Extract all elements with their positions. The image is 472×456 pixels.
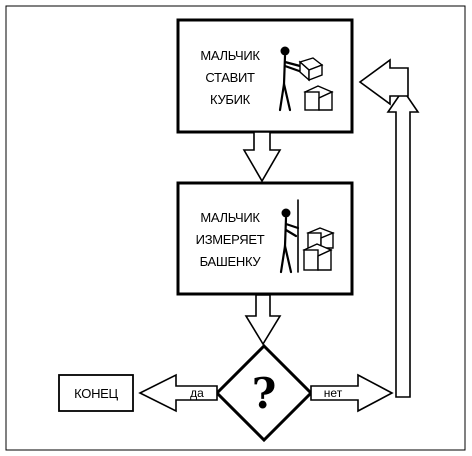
arrow-step1-to-step2: [242, 131, 282, 183]
decision-diamond: ?: [214, 343, 314, 443]
step-place-cube: МАЛЬЧИК СТАВИТ КУБИК: [176, 18, 354, 134]
outer-frame: [5, 5, 466, 451]
decision-question-mark: ?: [252, 369, 277, 418]
end-box: КОНЕЦ: [58, 374, 134, 412]
arrow-step2-to-decision: [244, 294, 282, 346]
step-measure-tower: МАЛЬЧИК ИЗМЕРЯЕТ БАШЕНКУ: [176, 181, 354, 296]
step-place-cube-box: [176, 18, 354, 134]
step-place-cube-line-1: МАЛЬЧИК: [200, 48, 260, 63]
boy-measuring-tower-icon: [279, 199, 335, 274]
boy-placing-cube-icon: [278, 46, 334, 112]
no-label: нет: [324, 386, 343, 400]
step-measure-tower-line-2: ИЗМЕРЯЕТ: [196, 232, 265, 247]
step-measure-tower-line-3: БАШЕНКУ: [200, 254, 262, 269]
end-label: КОНЕЦ: [74, 386, 118, 401]
step-measure-tower-line-1: МАЛЬЧИК: [200, 210, 260, 225]
arrow-loop-back: [358, 58, 420, 398]
arrow-yes: да: [138, 373, 218, 413]
arrow-no: нет: [310, 373, 394, 413]
step-place-cube-line-3: КУБИК: [210, 92, 251, 107]
step-place-cube-line-2: СТАВИТ: [205, 70, 255, 85]
yes-label: да: [190, 386, 204, 400]
